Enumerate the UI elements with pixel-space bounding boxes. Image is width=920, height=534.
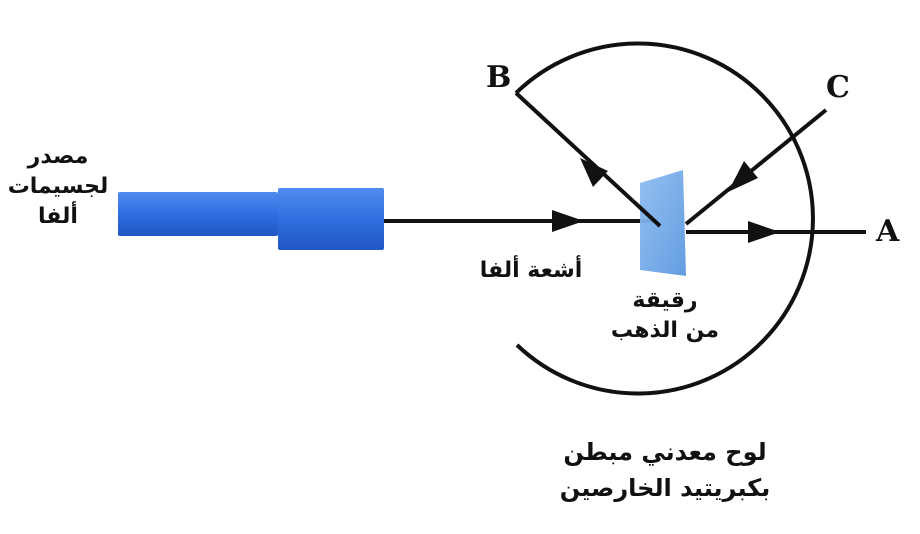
source-label-line2: لجسيمات [7, 174, 109, 199]
source-label: مصدر لجسيمات ألفا [6, 142, 110, 232]
incident-arrow [552, 210, 584, 232]
point-c-label: C [826, 70, 850, 105]
point-a-label: A [876, 214, 900, 249]
foil-label-line1: رقيقة [632, 288, 698, 313]
transmitted-arrow [748, 221, 780, 243]
deflected-beam [684, 108, 828, 226]
screen-label-line1: لوح معدني مبطن [563, 438, 767, 466]
alpha-source-tube [118, 188, 384, 250]
point-b-label: B [486, 60, 512, 95]
alpha-rays-label: أشعة ألفا [479, 258, 583, 283]
screen-label-line2: بكبريتيد الخارصين [559, 474, 771, 502]
gold-foil [640, 170, 686, 276]
screen-label: لوح معدني مبطن بكبريتيد الخارصين [520, 434, 810, 506]
backscatter-beam [514, 91, 662, 228]
zinc-sulfide-screen [514, 41, 815, 396]
foil-label: رقيقة من الذهب [600, 286, 730, 346]
source-label-line3: ألفا [38, 204, 78, 229]
backscatter-arrow [580, 158, 608, 187]
deflected-arrow [728, 161, 758, 192]
foil-label-line2: من الذهب [610, 318, 720, 343]
source-label-line1: مصدر [27, 144, 89, 169]
